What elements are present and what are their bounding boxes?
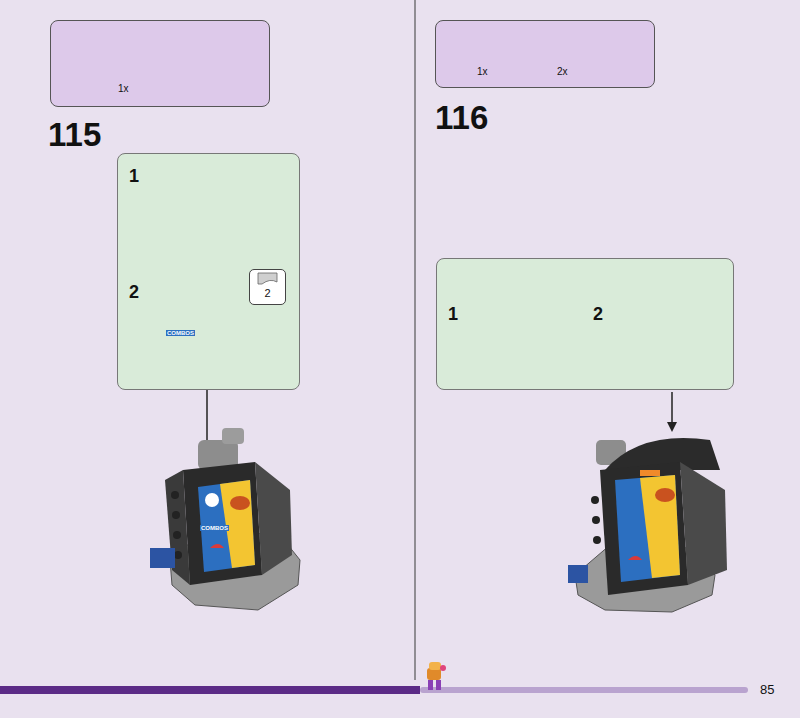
quantity-label: 2x <box>557 66 568 77</box>
step-number: 2 <box>129 282 139 303</box>
quantity-label: 1x <box>118 83 129 94</box>
sticker-icon <box>250 270 285 288</box>
progress-bar <box>0 686 420 694</box>
sticker-callout: 2 <box>249 269 286 305</box>
minifig-icon <box>427 662 446 690</box>
booth-model <box>150 428 300 610</box>
progress-track <box>420 687 748 693</box>
parts-list-box: 1x 2x <box>435 20 655 88</box>
step-number: 115 <box>48 116 101 154</box>
sub-assembly-box: 1 2 2 <box>117 153 300 390</box>
step-number: 2 <box>593 304 603 325</box>
parts-list-box: 1x <box>50 20 270 107</box>
divider-line <box>414 0 415 680</box>
sticker-text: COMBOS <box>166 330 195 336</box>
sub-assembly-box: 12 <box>436 258 734 390</box>
quantity-label: 1x <box>477 66 488 77</box>
step-number: 1 <box>129 166 139 187</box>
sticker-text: COMBOS <box>200 525 229 531</box>
sticker-number: 2 <box>264 287 270 299</box>
page-number: 85 <box>760 682 774 697</box>
step-number: 1 <box>448 304 458 325</box>
step-number: 116 <box>435 99 488 137</box>
booth-model <box>568 438 727 612</box>
